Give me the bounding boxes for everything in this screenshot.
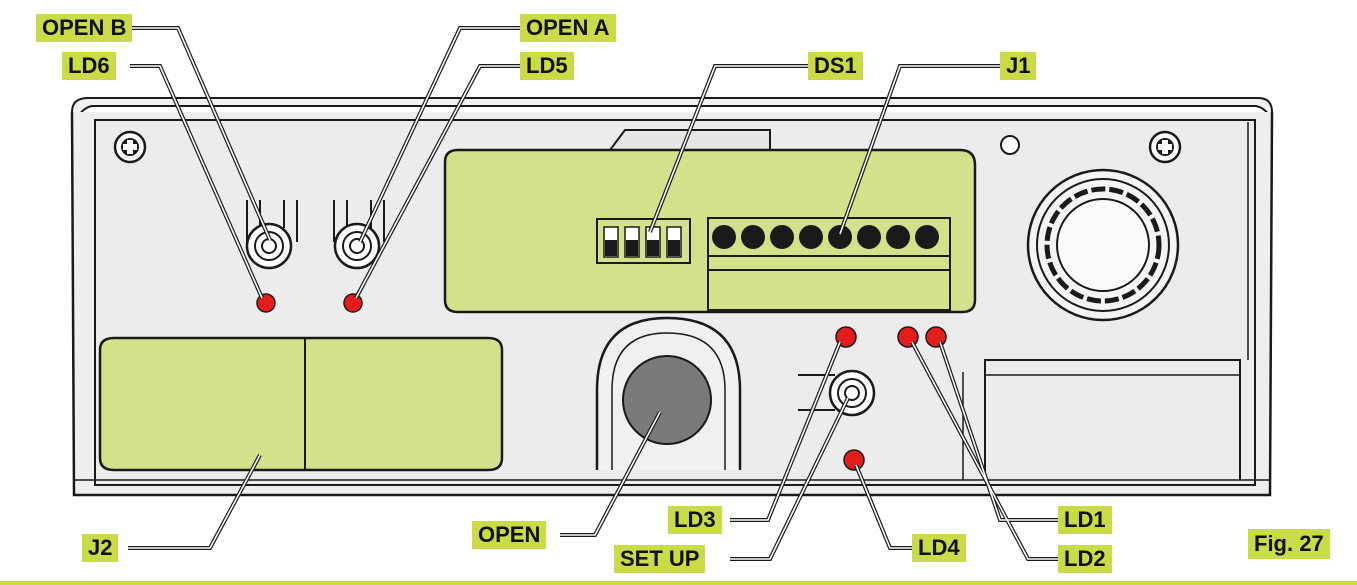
label-set-up: SET UP — [614, 545, 706, 573]
lower-right-compartment — [962, 359, 1241, 480]
terminal-block-j1 — [707, 217, 951, 311]
figure-caption: Fig. 27 — [1248, 529, 1330, 559]
set-up-button — [798, 369, 876, 417]
label-open: OPEN — [472, 521, 547, 549]
led-ld4 — [843, 449, 865, 471]
label-ds1: DS1 — [808, 52, 863, 80]
open-a-button — [333, 200, 385, 270]
label-ld6: LD6 — [62, 52, 116, 80]
open-button — [595, 316, 742, 470]
connector-j2 — [98, 336, 504, 472]
label-ld1: LD1 — [1058, 506, 1112, 534]
label-ld3: LD3 — [668, 506, 722, 534]
label-j1: J1 — [1000, 52, 1037, 80]
label-j2: J2 — [82, 534, 119, 562]
led-ld3 — [835, 326, 857, 348]
led-ld5 — [343, 293, 363, 313]
leader-lines — [128, 26, 1058, 561]
screw-left-icon — [113, 130, 147, 164]
dip-switch-ds1 — [596, 218, 691, 264]
led-ld6 — [256, 293, 276, 313]
label-ld2: LD2 — [1058, 545, 1112, 573]
label-open-b: OPEN B — [36, 14, 133, 42]
buzzer-icon — [1026, 168, 1180, 322]
led-ld1 — [925, 326, 947, 348]
label-ld4: LD4 — [912, 534, 966, 562]
bottom-rule — [0, 581, 1357, 585]
label-ld5: LD5 — [520, 52, 574, 80]
screw-right-icon — [1148, 130, 1182, 164]
label-open-a: OPEN A — [520, 14, 616, 42]
panel-hole — [1000, 135, 1020, 155]
